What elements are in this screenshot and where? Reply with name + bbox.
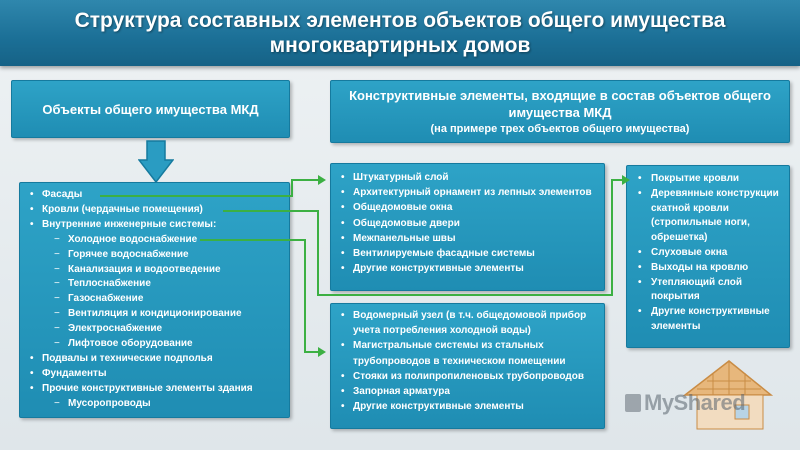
list-item: Стояки из полипропиленовых трубопроводов: [339, 369, 598, 384]
list-item: Слуховые окна: [633, 246, 783, 261]
list-item: Межпанельные швы: [339, 231, 598, 246]
roof-elements-list: Покрытие кровлиДеревянные конструкции ск…: [633, 172, 783, 335]
water-supply-elements-list: Водомерный узел (в т.ч. общедомовой приб…: [339, 308, 598, 415]
elements-header-box: Конструктивные элементы, входящие в сост…: [330, 80, 790, 143]
elements-header-title: Конструктивные элементы, входящие в сост…: [349, 87, 771, 120]
list-item: Выходы на кровлю: [633, 261, 783, 276]
facade-elements-list: Штукатурный слойАрхитектурный орнамент и…: [339, 170, 598, 277]
objects-header-box: Объекты общего имущества МКД: [11, 80, 290, 138]
list-item: Магистральные системы из стальных трубоп…: [339, 338, 598, 368]
sub-list-item: Газоснабжение: [28, 292, 289, 307]
sub-list-item: Лифтовое оборудование: [28, 337, 289, 352]
sub-list-item: Горячее водоснабжение: [28, 248, 289, 263]
sub-list-item: Канализация и водоотведение: [28, 263, 289, 278]
objects-list: ФасадыКровли (чердачные помещения)Внутре…: [28, 188, 289, 412]
water-supply-elements-box: Водомерный узел (в т.ч. общедомовой приб…: [330, 303, 605, 429]
facade-arrowhead-icon: [318, 175, 326, 185]
sub-list-item: Теплоснабжение: [28, 277, 289, 292]
sub-list-item: Электроснабжение: [28, 322, 289, 337]
list-item: Водомерный узел (в т.ч. общедомовой приб…: [339, 308, 598, 338]
down-arrow-icon: [138, 140, 174, 184]
sub-list-item: Вентиляция и кондиционирование: [28, 307, 289, 322]
sub-list-item: Холодное водоснабжение: [28, 233, 289, 248]
list-item: Внутренние инженерные системы:: [28, 218, 289, 233]
list-item: Запорная арматура: [339, 384, 598, 399]
water-arrowhead-icon: [318, 347, 326, 357]
objects-list-box: ФасадыКровли (чердачные помещения)Внутре…: [19, 182, 290, 418]
list-item: Общедомовые окна: [339, 200, 598, 215]
list-item: Другие конструктивные элементы: [633, 305, 783, 335]
house-roof-icon: [682, 360, 774, 430]
list-item: Фундаменты: [28, 367, 289, 382]
objects-header-label: Объекты общего имущества МКД: [42, 101, 259, 117]
list-item: Утепляющий слой покрытия: [633, 276, 783, 306]
facade-elements-box: Штукатурный слойАрхитектурный орнамент и…: [330, 163, 605, 291]
list-item: Фасады: [28, 188, 289, 203]
list-item: Архитектурный орнамент из лепных элемент…: [339, 185, 598, 200]
list-item: Деревянные конструкции скатной кровли (с…: [633, 187, 783, 246]
list-item: Другие конструктивные элементы: [339, 261, 598, 276]
sub-list-item: Мусоропроводы: [28, 397, 289, 412]
list-item: Кровли (чердачные помещения): [28, 203, 289, 218]
list-item: Другие конструктивные элементы: [339, 399, 598, 414]
list-item: Прочие конструктивные элементы здания: [28, 382, 289, 397]
title-banner: Структура составных элементов объектов о…: [0, 0, 800, 66]
list-item: Общедомовые двери: [339, 216, 598, 231]
roof-elements-box: Покрытие кровлиДеревянные конструкции ск…: [626, 165, 790, 348]
elements-header-subtitle: (на примере трех объектов общего имущест…: [430, 122, 690, 135]
watermark-logo: MyShared: [625, 390, 746, 416]
page-title: Структура составных элементов объектов о…: [74, 9, 726, 57]
list-item: Вентилируемые фасадные системы: [339, 246, 598, 261]
list-item: Подвалы и технические подполья: [28, 352, 289, 367]
watermark-text: MyShared: [644, 390, 746, 415]
list-item: Штукатурный слой: [339, 170, 598, 185]
list-item: Покрытие кровли: [633, 172, 783, 187]
watermark-mark-icon: [625, 394, 641, 412]
